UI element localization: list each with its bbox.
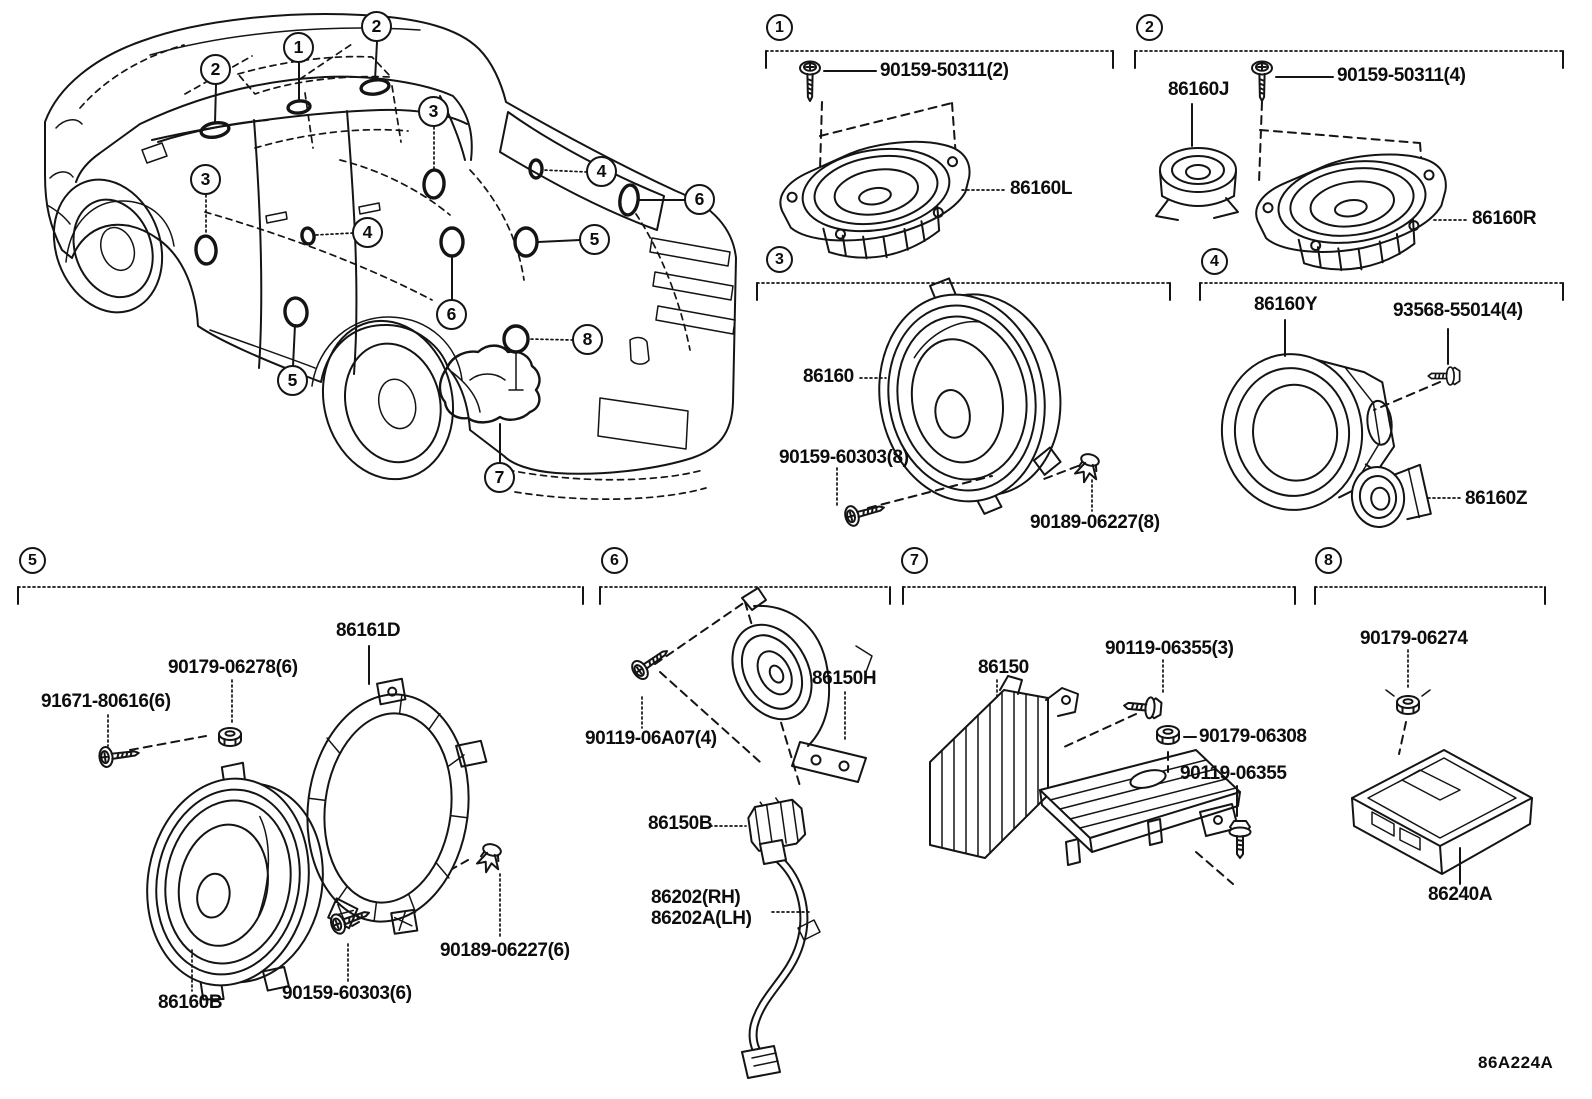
section-4-number: 4 bbox=[1201, 248, 1228, 275]
part-label-90159-50311-4: 90159-50311(4) bbox=[1337, 65, 1466, 86]
section7-drawing bbox=[929, 659, 1252, 885]
section6-drawing bbox=[627, 587, 873, 1079]
part-label-86202-rh: 86202(RH) bbox=[651, 887, 741, 908]
car-callout-7-harness: 7 bbox=[484, 462, 515, 493]
drawing-code: 86A224A bbox=[1478, 1053, 1554, 1072]
part-label-90179-06278-6: 90179-06278(6) bbox=[168, 657, 298, 678]
section-8-number: 8 bbox=[1315, 547, 1342, 574]
section-2-number: 2 bbox=[1136, 14, 1163, 41]
car-callout-6-rear-door: 6 bbox=[436, 299, 467, 330]
car-callout-1: 1 bbox=[283, 32, 314, 63]
section-3-number: 3 bbox=[766, 246, 793, 273]
part-label-86160y: 86160Y bbox=[1254, 294, 1318, 315]
part-label-93568-55014-4: 93568-55014(4) bbox=[1393, 300, 1523, 321]
rear-harness-blob bbox=[438, 344, 541, 424]
section4-drawing bbox=[1220, 319, 1463, 528]
part-label-86160z: 86160Z bbox=[1465, 488, 1528, 509]
part-label-86160l: 86160L bbox=[1010, 178, 1073, 199]
car-callout-2-front: 2 bbox=[200, 54, 231, 85]
section2-drawing bbox=[1155, 60, 1469, 284]
part-label-90159-60303-8: 90159-60303(8) bbox=[779, 447, 909, 468]
car-callout-leaders bbox=[205, 41, 686, 464]
section3-drawing bbox=[836, 277, 1104, 529]
part-label-91671-80616-6: 91671-80616(6) bbox=[41, 691, 171, 712]
section1-drawing bbox=[772, 60, 1007, 274]
part-label-90159-50311-2: 90159-50311(2) bbox=[880, 60, 1009, 81]
car-callout-4-rear: 4 bbox=[586, 156, 617, 187]
part-label-86160j: 86160J bbox=[1168, 79, 1230, 100]
section-6-number: 6 bbox=[601, 547, 628, 574]
car-callout-6-quarter: 6 bbox=[684, 184, 715, 215]
part-label-90119-06a07-4: 90119-06A07(4) bbox=[585, 728, 717, 749]
part-label-86150b: 86150B bbox=[648, 813, 713, 834]
section-7-number: 7 bbox=[901, 547, 928, 574]
part-label-86160b: 86160B bbox=[158, 992, 223, 1013]
part-label-90179-06274: 90179-06274 bbox=[1360, 628, 1468, 649]
part-label-90189-06227-6: 90189-06227(6) bbox=[440, 940, 570, 961]
section-brackets bbox=[17, 50, 1564, 605]
part-label-86240a: 86240A bbox=[1428, 884, 1493, 905]
part-label-90179-06308: 90179-06308 bbox=[1199, 726, 1307, 747]
car-callout-2-roof: 2 bbox=[361, 11, 392, 42]
part-label-86160: 86160 bbox=[803, 366, 854, 387]
car-callout-3-front-door: 3 bbox=[190, 164, 221, 195]
car-callout-4-front: 4 bbox=[352, 217, 383, 248]
car-callout-3-rear: 3 bbox=[418, 96, 449, 127]
section5-drawing bbox=[97, 645, 506, 1001]
section8-drawing bbox=[1351, 649, 1533, 885]
section-1-number: 1 bbox=[766, 14, 793, 41]
part-label-90189-06227-8: 90189-06227(8) bbox=[1030, 512, 1160, 533]
part-label-86150: 86150 bbox=[978, 657, 1029, 678]
part-label-86160r: 86160R bbox=[1472, 208, 1537, 229]
part-label-90159-60303-6: 90159-60303(6) bbox=[282, 983, 412, 1004]
part-label-90119-06355-3: 90119-06355(3) bbox=[1105, 638, 1234, 659]
car-callout-5-front-door: 5 bbox=[277, 365, 308, 396]
part-label-86161d: 86161D bbox=[336, 620, 401, 641]
car-rear-three-quarter-view bbox=[44, 13, 737, 500]
part-label-86202a-lh: 86202A(LH) bbox=[651, 908, 752, 929]
car-callout-5-rear-door: 5 bbox=[579, 224, 610, 255]
car-callout-8-module: 8 bbox=[572, 324, 603, 355]
section-5-number: 5 bbox=[19, 547, 46, 574]
part-label-90119-06355: 90119-06355 bbox=[1180, 763, 1287, 784]
part-label-86150h: 86150H bbox=[812, 668, 877, 689]
